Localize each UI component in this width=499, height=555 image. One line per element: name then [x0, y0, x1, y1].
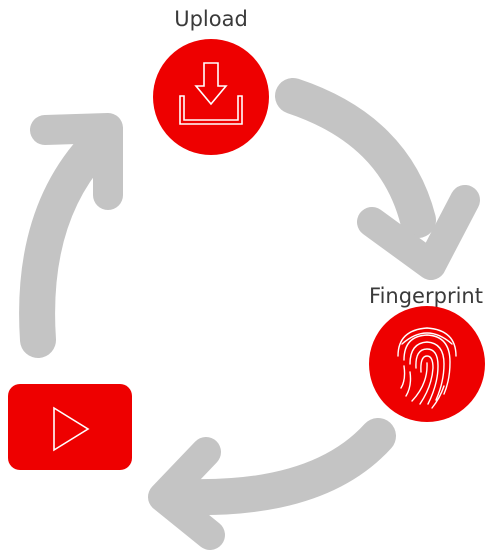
arrow-fingerprint-to-video — [148, 418, 396, 550]
play-icon — [53, 406, 90, 452]
arrow-video-to-upload-shaft — [19, 132, 110, 358]
arrow-video-to-upload — [19, 113, 123, 358]
upload-label: Upload — [174, 7, 248, 31]
arrow-upload-to-fingerprint — [275, 78, 480, 280]
upload-tray-icon — [179, 62, 243, 125]
arrow-upload-to-fingerprint-shaft — [275, 78, 436, 238]
node-fingerprint: Fingerprint — [369, 284, 485, 422]
fingerprint-icon — [397, 327, 457, 409]
fingerprint-label: Fingerprint — [369, 284, 483, 308]
arrow-upload-to-fingerprint-head — [357, 185, 480, 280]
video-player-box — [8, 384, 132, 470]
node-video — [8, 384, 132, 470]
upload-circle — [153, 39, 269, 155]
arrow-fingerprint-to-video-shaft — [172, 418, 396, 516]
arrow-fingerprint-to-video-head — [148, 437, 225, 550]
node-upload: Upload — [153, 7, 269, 155]
arrow-video-to-upload-head — [30, 113, 123, 210]
